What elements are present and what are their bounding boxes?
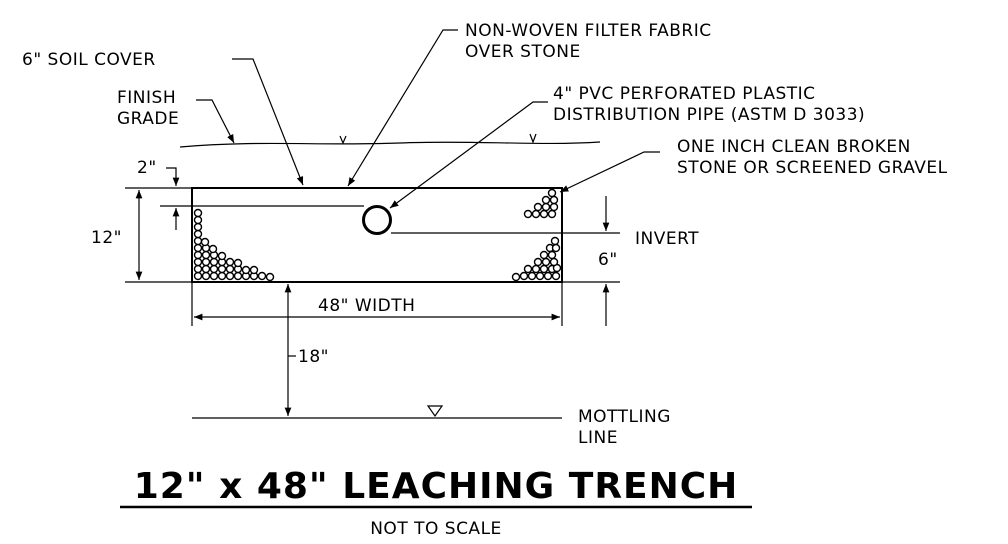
dim-6in-label: 6": [598, 250, 618, 270]
dim-2in-leader: [166, 167, 180, 186]
soil-cover-label: 6" SOIL COVER: [22, 50, 156, 70]
width-label: 48" WIDTH: [318, 296, 415, 316]
diagram-subtitle: NOT TO SCALE: [370, 519, 502, 539]
stone-label-2: STONE OR SCREENED GRAVEL: [677, 158, 948, 178]
filter-fabric-label-1: NON-WOVEN FILTER FABRIC: [465, 21, 712, 41]
distribution-pipe: [362, 205, 392, 235]
finish-grade-leader: [196, 99, 235, 144]
dim-2in-label: 2": [137, 158, 157, 178]
trench-box: [191, 187, 563, 283]
filter-fabric-leader: [347, 29, 458, 187]
finish-grade-label-1: FINISH: [117, 88, 176, 108]
soil-cover-leader: [232, 58, 304, 186]
stone-fill-left: [193, 208, 275, 282]
stone-leader: [559, 151, 660, 193]
pipe-leader: [389, 101, 548, 209]
dim-12in-label: 12": [91, 228, 122, 248]
pipe-label-2: DISTRIBUTION PIPE (ASTM D 3033): [553, 105, 865, 125]
mottling-label-2: LINE: [578, 428, 618, 448]
water-table-symbol: [426, 405, 444, 418]
dim-18in-label: 18": [298, 347, 329, 367]
finish-grade-label-2: GRADE: [117, 109, 179, 129]
invert-label: INVERT: [635, 229, 699, 249]
grade-ticks: [339, 133, 537, 145]
filter-fabric-label-2: OVER STONE: [465, 42, 581, 62]
stone-fill-right: [511, 236, 562, 282]
mottling-label-1: MOTTLING: [578, 407, 671, 427]
finish-grade-line: [179, 141, 601, 148]
stone-fill-top-right: [523, 188, 559, 219]
diagram-title: 12" x 48" LEACHING TRENCH: [134, 466, 739, 507]
stone-label-1: ONE INCH CLEAN BROKEN: [677, 137, 911, 157]
pipe-label-1: 4" PVC PERFORATED PLASTIC: [553, 84, 816, 104]
